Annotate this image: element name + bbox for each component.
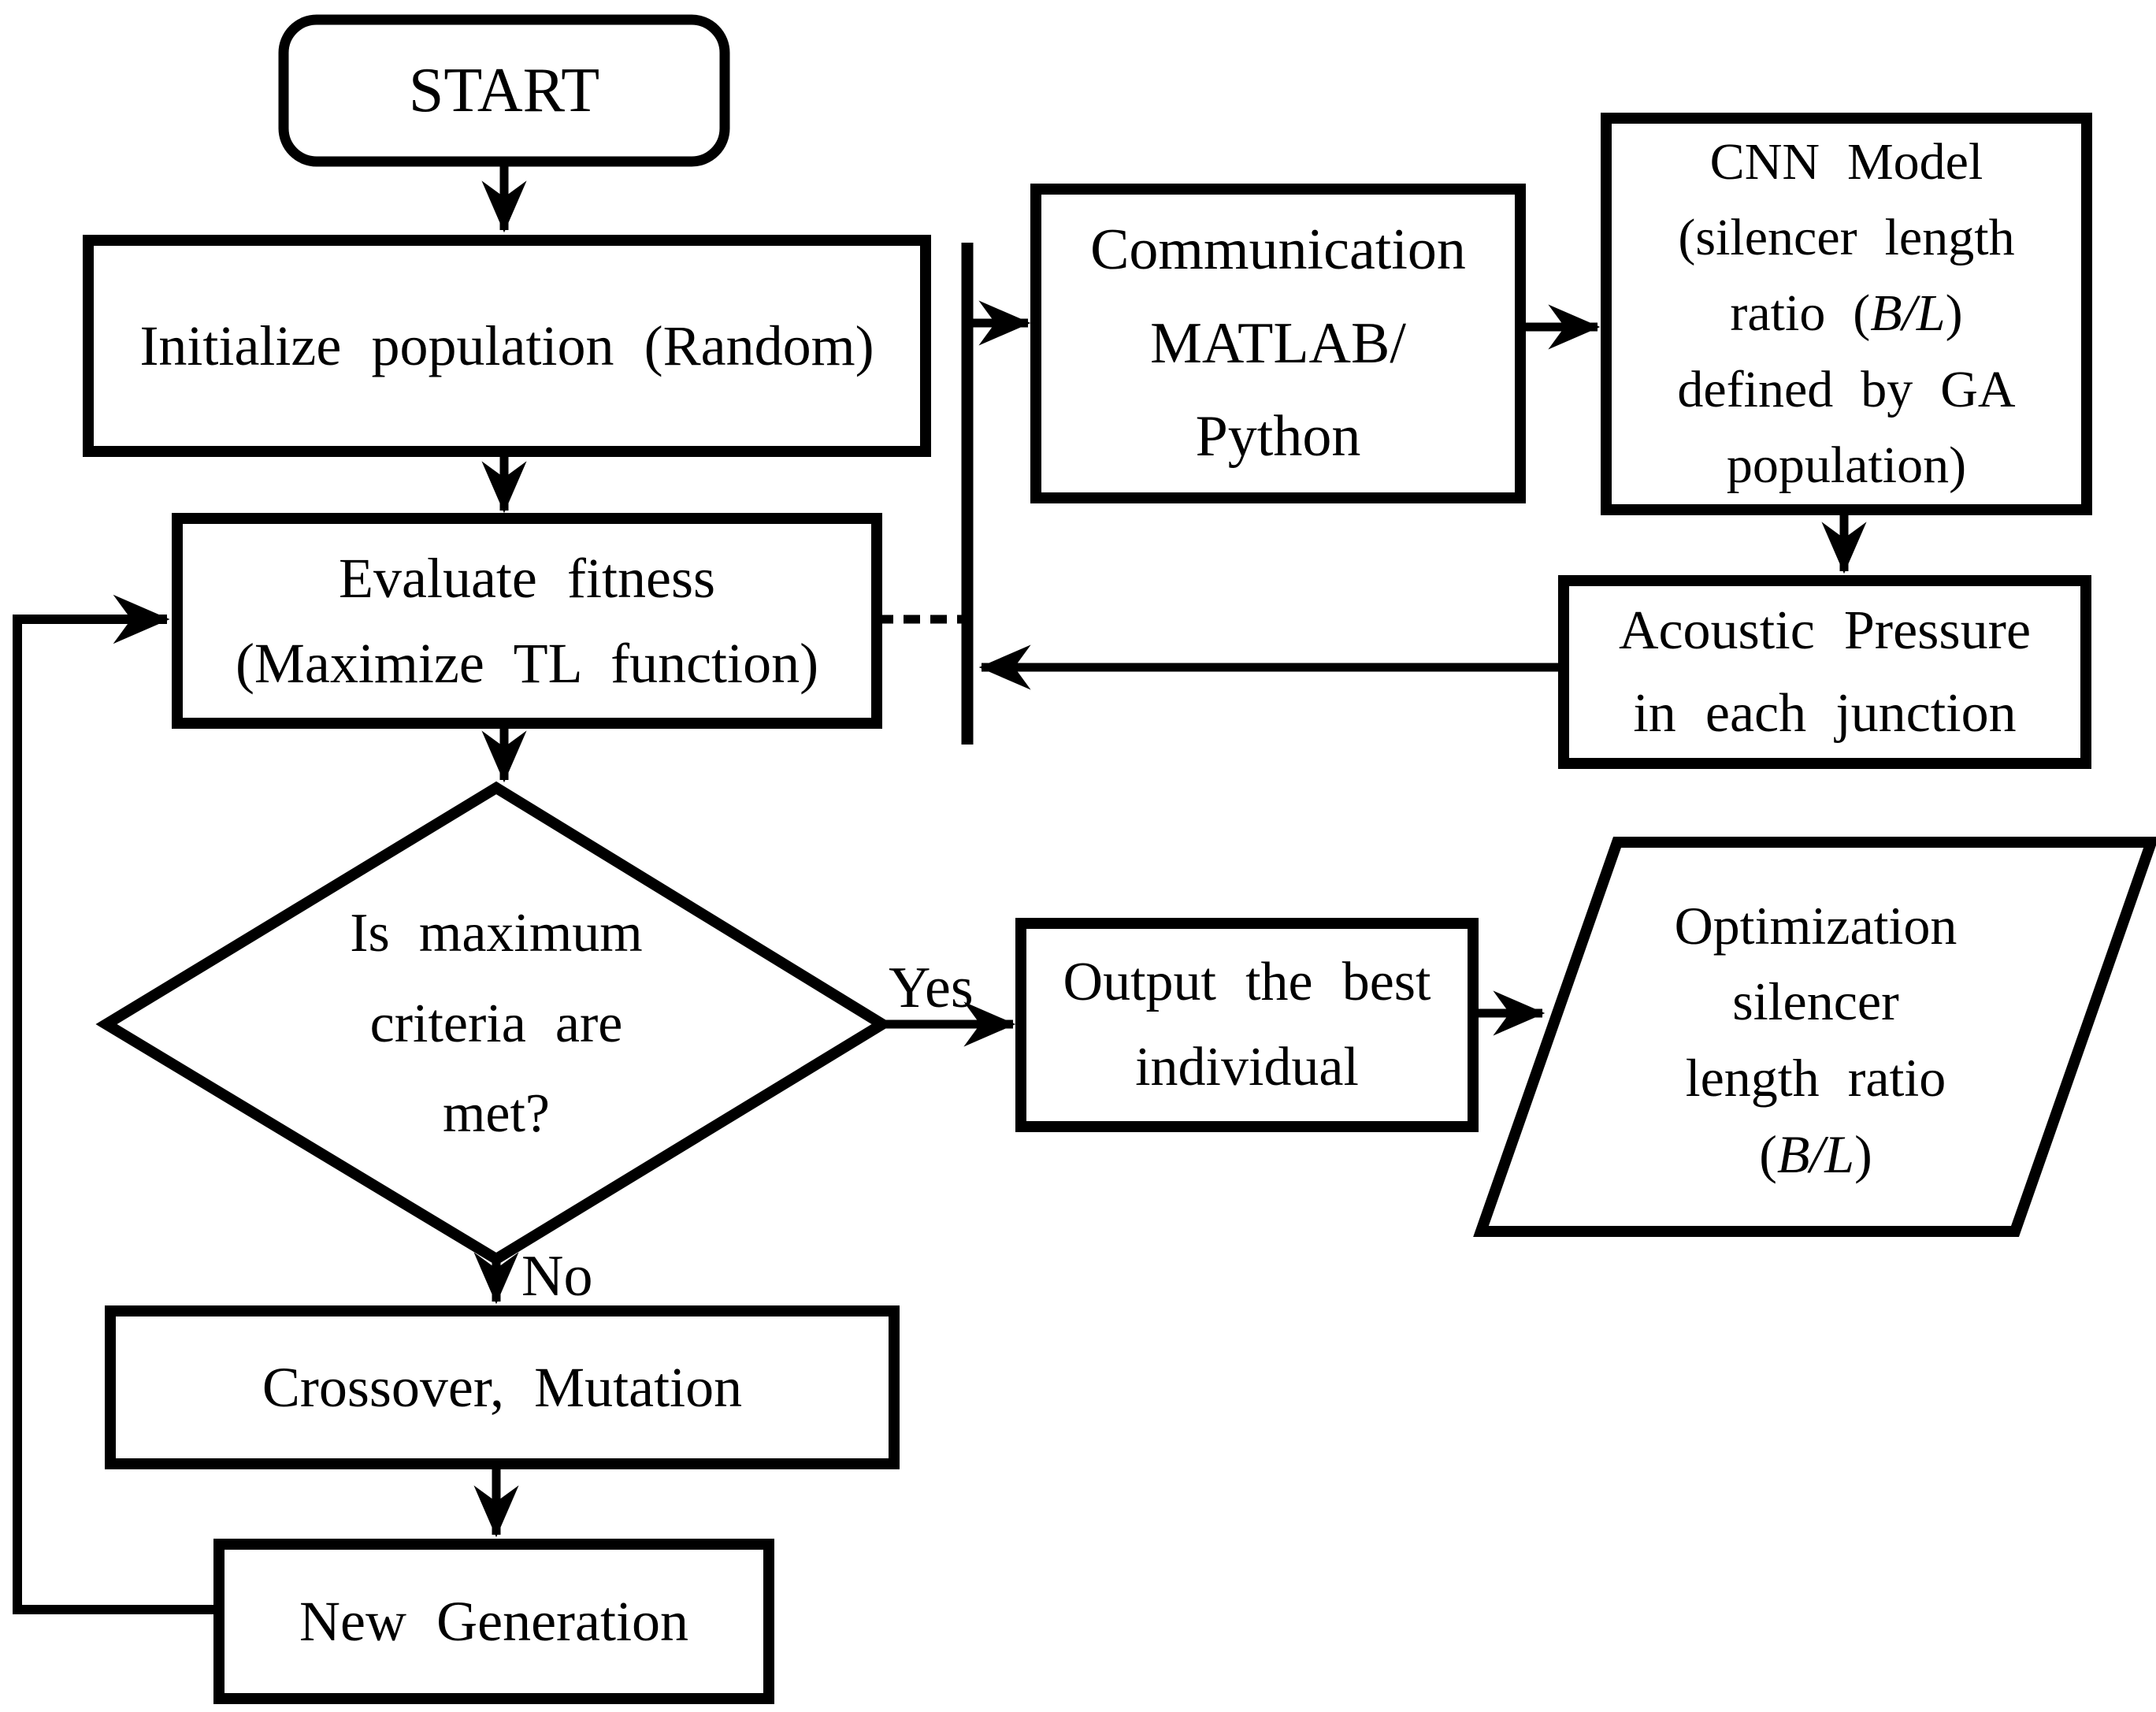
yes-branch-label: Yes (889, 956, 974, 1020)
initialize-label: Initialize population (Random) (139, 314, 874, 377)
cnn-label-line3: ratio (B/L) (1730, 276, 1962, 351)
acoustic-label-line1: Acoustic Pressure (1618, 600, 2032, 661)
cnn-label-line3-suffix: ) (1945, 284, 1963, 343)
cnn-label-line5: population) (1726, 436, 1967, 495)
cnn-label-line3-math: B/L (1870, 284, 1946, 343)
acoustic-node-label-box: Acoustic Pressure in each junction (1564, 581, 2086, 763)
optimized-ratio-label-line3: length ratio (1685, 1048, 1946, 1108)
communication-node-label-box: Communication MATLAB/ Python (1036, 189, 1520, 498)
evaluate-label-line1: Evaluate fitness (339, 547, 715, 610)
decision-node-label-box: Is maximum criteria are met? (201, 871, 792, 1178)
optimized-ratio-label-line2: silencer (1732, 971, 1899, 1032)
optimized-ratio-label-line4: (B/L) (1759, 1116, 1872, 1193)
optimized-ratio-parallelogram-shape (1473, 837, 2156, 1237)
new-generation-label: New Generation (299, 1589, 688, 1653)
decision-label-line1: Is maximum (350, 902, 643, 964)
output-node-label-box: Output the best individual (1021, 923, 1473, 1127)
cnn-label-line2: (silencer length (1678, 208, 2015, 266)
decision-label-line2: criteria are (369, 993, 623, 1054)
communication-label-line1: Communication (1090, 217, 1466, 283)
cnn-model-box-shape (1601, 113, 2092, 515)
arrow-new-generation-loop-to-evaluate (13, 594, 219, 1614)
optimized-ratio-node-label-box: Optimization silencer length ratio (B/L) (1516, 855, 2115, 1225)
optimized-ratio-line4-math: B/L (1776, 1123, 1855, 1184)
output-label-line2: individual (1135, 1037, 1359, 1097)
crossover-node-label-box: Crossover, Mutation (110, 1311, 894, 1464)
start-terminator-shape (278, 14, 730, 167)
decision-label-line3: met? (442, 1083, 551, 1145)
output-label-line1: Output the best (1063, 951, 1431, 1012)
evaluate-box-shape (172, 513, 882, 729)
optimized-ratio-label-line1: Optimization (1674, 895, 1957, 956)
optimized-ratio-line4-prefix: ( (1759, 1123, 1777, 1184)
crossover-box-shape (105, 1305, 900, 1469)
initialize-node-label-box: Initialize population (Random) (88, 240, 926, 451)
decision-diamond-shape (95, 781, 893, 1266)
start-node-label-box: START (284, 20, 725, 162)
acoustic-box-shape (1558, 575, 2091, 769)
output-box-shape (1015, 918, 1479, 1132)
communication-label-line2: MATLAB/ (1150, 310, 1406, 376)
crossover-label: Crossover, Mutation (262, 1355, 743, 1419)
initialize-box-shape (83, 235, 931, 457)
communication-label-line3: Python (1195, 404, 1361, 470)
cnn-label-line1: CNN Model (1709, 132, 1983, 191)
cnn-label-line3-prefix: ratio ( (1730, 284, 1871, 343)
communication-box-shape (1030, 184, 1526, 503)
evaluate-node-label-box: Evaluate fitness (Maximize TL function) (177, 518, 877, 723)
evaluate-label-line2: (Maximize TL function) (235, 632, 819, 695)
no-branch-label: No (521, 1244, 593, 1309)
new-generation-box-shape (213, 1539, 774, 1704)
cnn-model-node-label-box: CNN Model (silencer length ratio (B/L) d… (1606, 118, 2087, 510)
start-label: START (408, 55, 600, 125)
cnn-label-line4: defined by GA (1677, 360, 2016, 418)
optimized-ratio-line4-suffix: ) (1854, 1123, 1872, 1184)
acoustic-label-line2: in each junction (1633, 683, 2017, 744)
new-generation-node-label-box: New Generation (219, 1544, 769, 1699)
